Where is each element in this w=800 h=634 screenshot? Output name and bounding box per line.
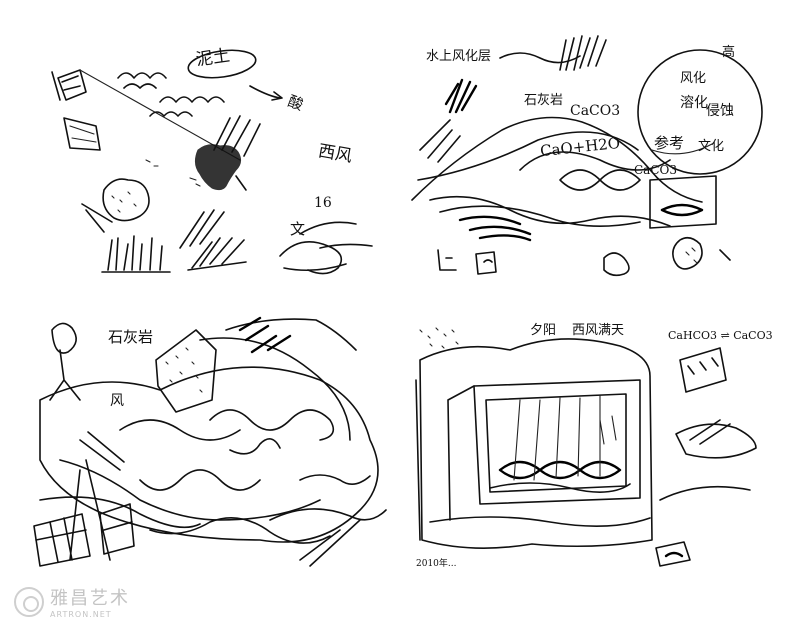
watermark-subtitle: ARTRON.NET <box>50 610 112 619</box>
annotation-sunset: 夕阳 <box>530 323 557 338</box>
annotation-erosion: 侵蚀 <box>706 103 734 119</box>
annotation-high: 高 <box>722 45 736 60</box>
annotation-culture: 文化 <box>698 139 725 154</box>
annotation-16: 16 <box>314 195 332 211</box>
panel-bottom-right-sketch <box>415 327 757 567</box>
panel-top-right-sketch <box>411 35 763 277</box>
annotation-cahco3: CaHCO3 ⇌ CaCO3 <box>668 329 773 342</box>
annotation-wen: 文 <box>290 220 306 238</box>
artron-logo-icon <box>14 586 44 617</box>
annotation-mud: 泥土 <box>194 45 232 71</box>
annotation-weathering-layer: 水上风化层 <box>426 49 492 64</box>
annotation-wind-bl: 风 <box>110 393 124 409</box>
annotation-limestone-tr: 石灰岩 <box>524 93 564 108</box>
annotation-caco3-tr: CaCO3 <box>570 103 621 119</box>
annotation-date: 2010年... <box>416 559 457 569</box>
panel-bottom-left-sketch <box>33 316 387 567</box>
annotation-west-wind-sky: 西风满天 <box>572 323 625 338</box>
artron-watermark: 雅昌艺术 ARTRON.NET <box>14 584 130 619</box>
annotation-dissolve: 溶化 <box>680 95 708 111</box>
panel-top-left-sketch <box>51 49 373 275</box>
annotation-reference: 参考 <box>654 134 685 152</box>
annotation-weathering: 风化 <box>680 71 707 86</box>
watermark-title: 雅昌艺术 <box>50 588 130 609</box>
annotation-limestone-bl: 石灰岩 <box>108 328 154 346</box>
annotation-caco3-2: CaCO3 <box>634 163 677 177</box>
